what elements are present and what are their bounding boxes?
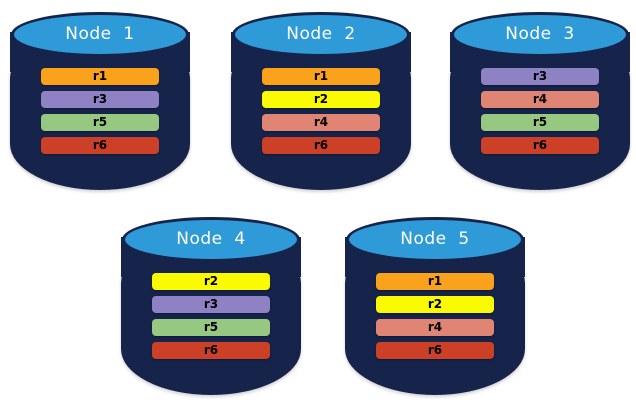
replica-bar[interactable]: r2 <box>152 273 270 290</box>
database-node[interactable]: Node 2 r1 r2 r4 r6 <box>231 10 411 190</box>
replica-label: r3 <box>203 297 219 311</box>
replica-label: r6 <box>203 343 219 357</box>
replica-label: r1 <box>427 274 443 288</box>
replica-label: r4 <box>532 92 548 106</box>
replica-bar[interactable]: r3 <box>41 91 159 108</box>
replica-bar[interactable]: r1 <box>41 68 159 85</box>
replica-bar[interactable]: r3 <box>152 296 270 313</box>
database-node[interactable]: Node 5 r1 r2 r4 r6 <box>345 215 525 395</box>
replica-bar[interactable]: r4 <box>262 114 380 131</box>
cylinder-top-ellipse <box>11 12 189 57</box>
replica-label: r1 <box>313 69 329 83</box>
replica-label: r2 <box>427 297 443 311</box>
database-node[interactable]: Node 4 r2 r3 r5 r6 <box>121 215 301 395</box>
replica-label: r6 <box>427 343 443 357</box>
replica-bar[interactable]: r6 <box>262 137 380 154</box>
replica-bar[interactable]: r3 <box>481 68 599 85</box>
node-label: Node 4 <box>176 229 246 249</box>
database-node[interactable]: Node 3 r3 r4 r5 r6 <box>450 10 630 190</box>
replica-bar[interactable]: r2 <box>376 296 494 313</box>
replica-list: r2 r3 r5 r6 <box>152 273 270 365</box>
replica-list: r1 r3 r5 r6 <box>41 68 159 160</box>
replica-bar[interactable]: r6 <box>41 137 159 154</box>
replica-bar[interactable]: r6 <box>376 342 494 359</box>
replica-bar[interactable]: r4 <box>376 319 494 336</box>
replica-label: r6 <box>532 138 548 152</box>
replica-label: r4 <box>427 320 443 334</box>
database-node[interactable]: Node 1 r1 r3 r5 r6 <box>10 10 190 190</box>
replica-label: r5 <box>532 115 548 129</box>
replica-bar[interactable]: r1 <box>376 273 494 290</box>
replica-label: r5 <box>92 115 108 129</box>
replica-label: r3 <box>92 92 108 106</box>
replica-bar[interactable]: r5 <box>41 114 159 131</box>
replica-label: r2 <box>203 274 219 288</box>
replica-list: r1 r2 r4 r6 <box>376 273 494 365</box>
cylinder-top-ellipse <box>232 12 410 57</box>
replica-label: r6 <box>313 138 329 152</box>
cylinder-top-ellipse <box>346 217 524 262</box>
replica-label: r2 <box>313 92 329 106</box>
cylinder-body <box>450 32 630 190</box>
replica-label: r4 <box>313 115 329 129</box>
replica-label: r5 <box>203 320 219 334</box>
replica-bar[interactable]: r5 <box>481 114 599 131</box>
node-label: Node 1 <box>65 24 135 44</box>
replica-bar[interactable]: r6 <box>481 137 599 154</box>
node-label: Node 3 <box>505 24 575 44</box>
replica-label: r6 <box>92 138 108 152</box>
replica-bar[interactable]: r2 <box>262 91 380 108</box>
replica-list: r3 r4 r5 r6 <box>481 68 599 160</box>
replica-label: r1 <box>92 69 108 83</box>
replica-bar[interactable]: r6 <box>152 342 270 359</box>
cylinder-top-ellipse <box>122 217 300 262</box>
replica-bar[interactable]: r5 <box>152 319 270 336</box>
replica-label: r3 <box>532 69 548 83</box>
node-label: Node 2 <box>286 24 356 44</box>
replica-list: r1 r2 r4 r6 <box>262 68 380 160</box>
cylinder-top-ellipse <box>451 12 629 57</box>
replica-bar[interactable]: r4 <box>481 91 599 108</box>
node-label: Node 5 <box>400 229 470 249</box>
replica-bar[interactable]: r1 <box>262 68 380 85</box>
cylinder-body <box>121 237 301 395</box>
